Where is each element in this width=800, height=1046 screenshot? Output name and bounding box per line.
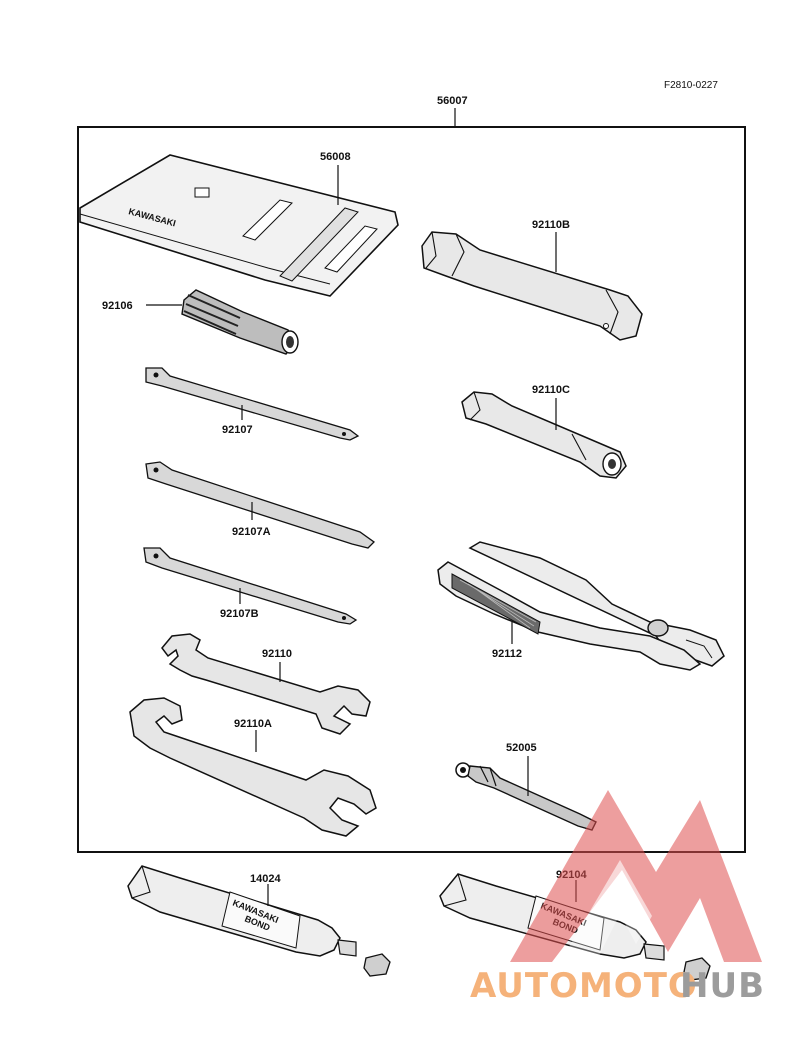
screwdriver-handle xyxy=(181,289,299,355)
wrench-92110A xyxy=(129,697,377,837)
label-92110: 92110 xyxy=(262,648,292,660)
wrench-92110 xyxy=(161,633,371,735)
label-52005: 52005 xyxy=(506,742,537,754)
box-wrench-92110B xyxy=(421,231,643,341)
watermark-text-hub: HUB xyxy=(680,966,765,1006)
kit-box xyxy=(77,126,746,853)
label-92107: 92107 xyxy=(222,424,253,436)
label-92110B: 92110B xyxy=(532,219,570,231)
watermark-logo xyxy=(510,790,762,962)
label-56007: 56007 xyxy=(437,95,468,107)
pliers-92112 xyxy=(437,541,725,671)
label-14024: 14024 xyxy=(250,873,281,885)
screwdriver-92107 xyxy=(145,367,360,441)
watermark-text-automoto: AUTOMOTO xyxy=(470,966,698,1006)
spoke-tool-52005 xyxy=(455,762,597,831)
label-92106: 92106 xyxy=(102,300,133,312)
screwdriver-92107A xyxy=(145,461,376,549)
box-wrench-92110C xyxy=(461,391,627,479)
label-92112: 92112 xyxy=(492,648,522,660)
tool-bag: KAWASAKI xyxy=(79,154,399,297)
screwdriver-92107B xyxy=(143,547,358,625)
label-92107A: 92107A xyxy=(232,526,271,538)
label-92107B: 92107B xyxy=(220,608,259,620)
bond-tube-14024: KAWASAKI BOND xyxy=(127,865,391,977)
label-92110A: 92110A xyxy=(234,718,272,730)
label-92110C: 92110C xyxy=(532,384,570,396)
figure-code: F2810-0227 xyxy=(664,80,718,91)
label-56008: 56008 xyxy=(320,151,351,163)
